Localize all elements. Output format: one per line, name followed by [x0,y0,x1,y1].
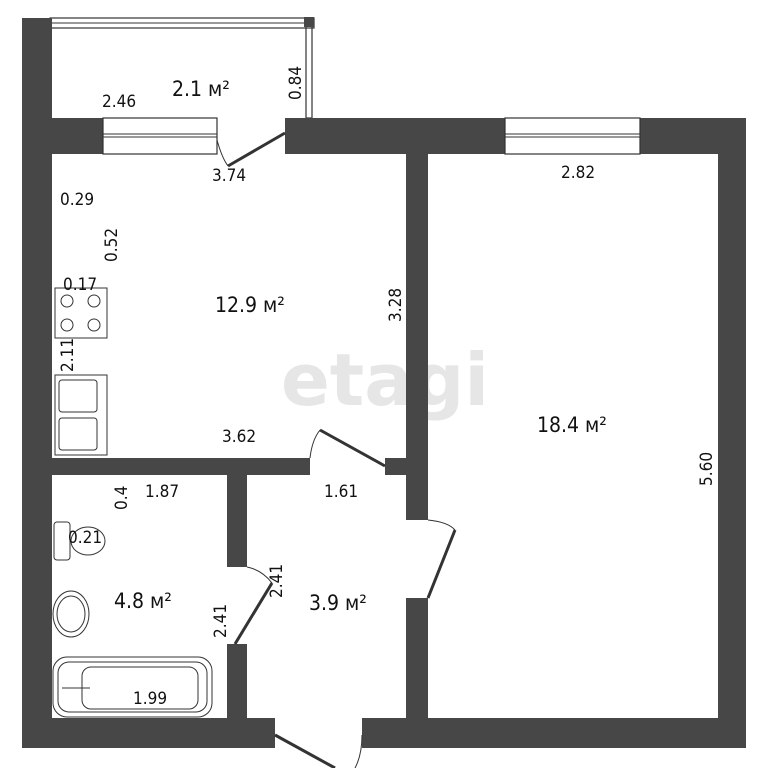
kitchen-sink-icon [54,374,108,456]
dim-tub-length: 1.99 [133,689,167,709]
dim-niche-width: 0.29 [60,190,94,210]
dim-stove-gap: 0.17 [63,275,97,295]
dim-room-width: 2.82 [561,163,595,183]
washbasin-icon [52,590,90,638]
bathtub-icon [52,656,213,718]
dim-toilet-gap: 0.21 [68,528,102,548]
toilet-icon [53,521,106,561]
doors [216,131,457,768]
dim-balcony-depth: 0.84 [286,66,306,100]
stove-icon [54,287,108,339]
etagi-watermark: etagi [281,338,489,422]
dim-room-height: 5.60 [697,452,717,486]
dim-bath-height: 2.41 [211,604,231,638]
window-room [504,117,641,155]
window-kitchen [102,117,218,155]
hallway-area: 3.9 м² [309,591,367,615]
bathroom-area: 4.8 м² [114,589,172,613]
dim-hall-width: 1.61 [324,482,358,502]
dim-hall-height: 2.41 [267,564,287,598]
kitchen-area: 12.9 м² [215,293,285,317]
walls [22,118,746,748]
balcony-railing [49,17,315,119]
dim-kitchen-height: 3.28 [386,288,406,322]
balcony-wall [22,18,52,118]
dim-niche-height: 0.52 [102,228,122,262]
dim-bath-width: 1.87 [145,482,179,502]
living-room-area: 18.4 м² [537,413,607,437]
dim-kitchen-bottom: 3.62 [222,427,256,447]
dim-kitchen-top: 3.74 [212,166,246,186]
dim-balcony-width: 2.46 [102,92,136,112]
dim-kitchen-side: 2.11 [58,338,78,372]
dim-bath-niche: 0.4 [112,486,132,510]
balcony-area: 2.1 м² [172,77,230,101]
